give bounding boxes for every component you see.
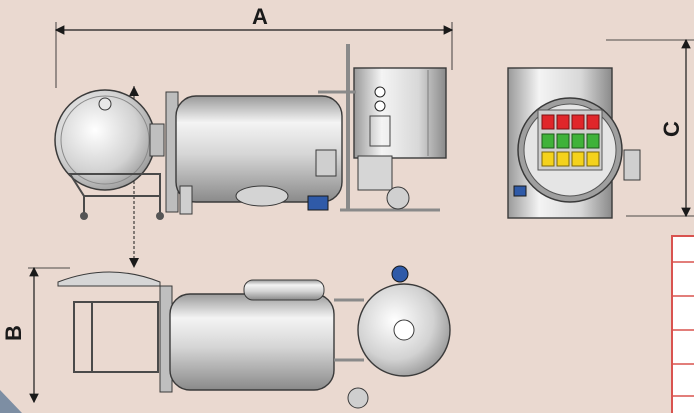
- bottle-row-yellow: [541, 151, 600, 167]
- open-door: [54, 89, 165, 191]
- dimension-c-label: C: [658, 121, 684, 137]
- top-view: [57, 265, 451, 409]
- bottle-row-green: [541, 133, 600, 149]
- top-cart-frame: [73, 301, 159, 373]
- bottle-row-red: [541, 114, 600, 130]
- dimension-b-line: [28, 266, 70, 404]
- main-vessel: [165, 91, 343, 215]
- dimension-b-label: B: [0, 325, 26, 341]
- corner-decoration: [0, 390, 22, 413]
- piping: [315, 44, 440, 212]
- door-cart: [68, 173, 164, 220]
- door-swing-arrow: [129, 86, 139, 268]
- control-cabinet: [353, 67, 447, 159]
- front-view: [507, 67, 641, 219]
- dimension-a-line: [54, 22, 454, 88]
- top-round-tank: [357, 265, 451, 377]
- dimension-c-line: [606, 38, 694, 218]
- spec-table-edge: [671, 235, 694, 413]
- pump-motor: [307, 195, 329, 211]
- side-view: [54, 44, 447, 220]
- dimension-a-label: A: [252, 4, 268, 29]
